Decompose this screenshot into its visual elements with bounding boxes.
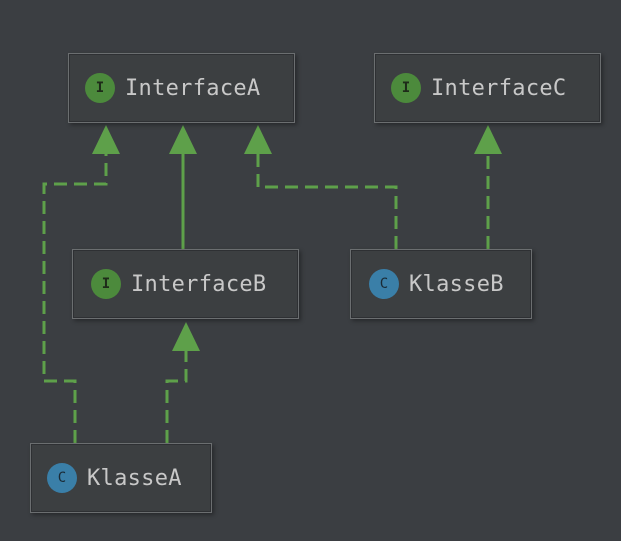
class-icon: C bbox=[369, 269, 399, 299]
arrowhead-interfacea-right bbox=[244, 125, 272, 154]
arrowhead-interfacea-middle bbox=[169, 125, 197, 154]
arrowhead-interfacec bbox=[474, 125, 502, 154]
interface-c-node[interactable]: I InterfaceC bbox=[374, 53, 601, 123]
interface-b-node[interactable]: I InterfaceB bbox=[72, 249, 299, 319]
klasse-b-node[interactable]: C KlasseB bbox=[350, 249, 532, 319]
interface-icon: I bbox=[91, 269, 121, 299]
node-label: InterfaceC bbox=[431, 75, 567, 101]
interface-a-node[interactable]: I InterfaceA bbox=[68, 53, 295, 123]
node-label: InterfaceB bbox=[131, 271, 267, 297]
interface-icon: I bbox=[391, 73, 421, 103]
node-label: InterfaceA bbox=[125, 75, 261, 101]
arrowhead-interfaceb bbox=[172, 322, 200, 351]
interface-icon: I bbox=[85, 73, 115, 103]
edge-klassea-to-interfacea bbox=[42, 152, 108, 443]
arrowhead-interfacea-left bbox=[92, 125, 120, 154]
class-icon: C bbox=[47, 463, 77, 493]
node-label: KlasseB bbox=[409, 271, 504, 297]
klasse-a-node[interactable]: C KlasseA bbox=[30, 443, 212, 513]
edge-klasseb-to-interfacea bbox=[256, 152, 398, 249]
edge-klassea-to-interfaceb bbox=[165, 349, 188, 443]
node-label: KlasseA bbox=[87, 465, 182, 491]
